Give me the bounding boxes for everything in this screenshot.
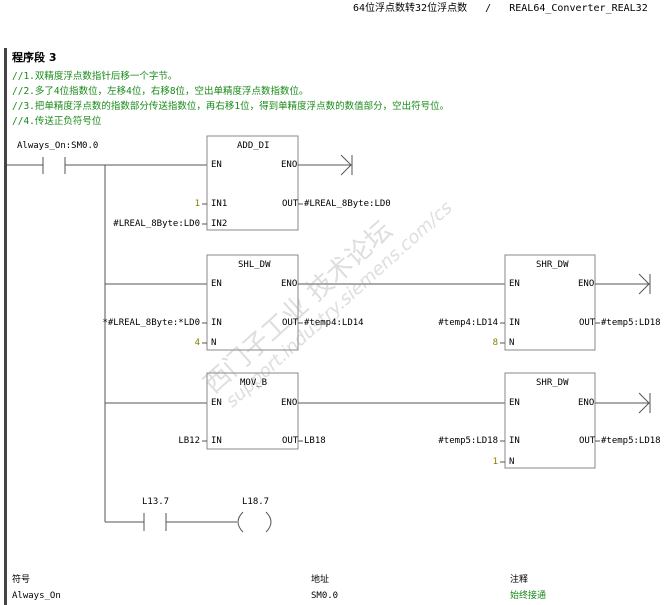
network-comment-1: //1.双精度浮点数指针后移一个字节。 [12, 71, 178, 82]
address-header: 地址 [311, 575, 330, 585]
shl-dw-title[interactable]: SHL_DW [238, 260, 271, 270]
shr-dw-2-en: EN [509, 398, 520, 408]
shr-dw-1-out: OUT [579, 318, 596, 328]
symbol-value: Always_On [12, 591, 61, 601]
add-di-eno: ENO [281, 160, 298, 170]
mov-b-box [206, 372, 299, 450]
shr-dw-2-n: N [509, 457, 515, 467]
network-title[interactable]: 程序段 3 [12, 51, 57, 64]
add-di-in2-value[interactable]: #LREAL_8Byte:LD0 [113, 219, 200, 229]
network-comment-2: //2.多了4位指数位，左移4位，右移8位，空出单精度浮点数指数位。 [12, 86, 309, 97]
shr-dw-1-n-value[interactable]: 8 [492, 338, 498, 348]
add-di-out: OUT [282, 199, 299, 209]
shr-dw-1-en: EN [509, 279, 520, 289]
shr-dw-2-out-value[interactable]: #temp5:LD18 [601, 436, 661, 446]
shr-dw-2-title[interactable]: SHR_DW [536, 378, 569, 388]
page-header: 64位浮点数转32位浮点数 / REAL64_Converter_REAL32 [353, 3, 648, 14]
add-di-en: EN [211, 160, 222, 170]
shl-dw-en: EN [211, 279, 222, 289]
comment-value: 始终接通 [510, 591, 547, 601]
contact-l13-7-label[interactable]: L13.7 [142, 497, 170, 507]
coil-left-arc [237, 511, 244, 533]
contact-always-on[interactable] [40, 155, 68, 175]
coil-l18-7-label[interactable]: L18.7 [242, 497, 270, 507]
mov-b-in-value[interactable]: LB12 [178, 436, 200, 446]
mov-b-eno: ENO [281, 398, 298, 408]
shr-dw-1-out-value[interactable]: #temp5:LD18 [601, 318, 661, 328]
mov-b-en: EN [211, 398, 222, 408]
contact-always-on-label[interactable]: Always_On:SM0.0 [17, 141, 99, 151]
add-di-out-value[interactable]: #LREAL_8Byte:LD0 [304, 199, 391, 209]
shr-dw-2-out: OUT [579, 436, 596, 446]
shl-dw-n: N [211, 338, 217, 348]
shr-dw-1-n: N [509, 338, 515, 348]
add-di-title[interactable]: ADD_DI [237, 141, 270, 151]
add-di-in2: IN2 [211, 219, 228, 229]
address-value: SM0.0 [311, 591, 339, 601]
header-title: 64位浮点数转32位浮点数 [353, 3, 468, 14]
add-di-in1: IN1 [211, 199, 228, 209]
symbol-header: 符号 [12, 575, 31, 585]
comment-header: 注释 [510, 575, 529, 585]
shl-dw-box [206, 254, 299, 351]
power-rail [4, 48, 7, 605]
shl-dw-n-value[interactable]: 4 [194, 338, 200, 348]
network-comment-3: //3.把单精度浮点数的指数部分传送指数位，再右移1位，得到单精度浮点数的数值部… [12, 101, 450, 112]
shr-dw-2-eno: ENO [578, 398, 595, 408]
shl-dw-in-value[interactable]: *#LREAL_8Byte:*LD0 [102, 318, 200, 328]
shr-dw-box-1 [504, 254, 596, 351]
add-di-box [206, 135, 299, 231]
shr-dw-1-title[interactable]: SHR_DW [536, 260, 569, 270]
coil-right-arc [265, 511, 272, 533]
add-di-in1-value[interactable]: 1 [194, 199, 200, 209]
header-separator: / [485, 3, 492, 14]
pou-name: REAL64_Converter_REAL32 [509, 3, 648, 14]
shr-dw-2-in-value[interactable]: #temp5:LD18 [438, 436, 498, 446]
mov-b-out-value[interactable]: LB18 [304, 436, 326, 446]
network-comment-4: //4.传送正负符号位 [12, 116, 102, 127]
shl-dw-out-value[interactable]: #temp4:LD14 [304, 318, 364, 328]
mov-b-in: IN [211, 436, 222, 446]
mov-b-title[interactable]: MOV_B [240, 378, 268, 388]
shr-dw-box-2 [504, 372, 596, 469]
shl-dw-out: OUT [282, 318, 299, 328]
shr-dw-1-in: IN [509, 318, 520, 328]
shr-dw-1-in-value[interactable]: #temp4:LD14 [438, 318, 498, 328]
mov-b-out: OUT [282, 436, 299, 446]
shl-dw-in: IN [211, 318, 222, 328]
shr-dw-2-in: IN [509, 436, 520, 446]
shr-dw-2-n-value[interactable]: 1 [492, 457, 498, 467]
shr-dw-1-eno: ENO [578, 279, 595, 289]
shl-dw-eno: ENO [281, 279, 298, 289]
